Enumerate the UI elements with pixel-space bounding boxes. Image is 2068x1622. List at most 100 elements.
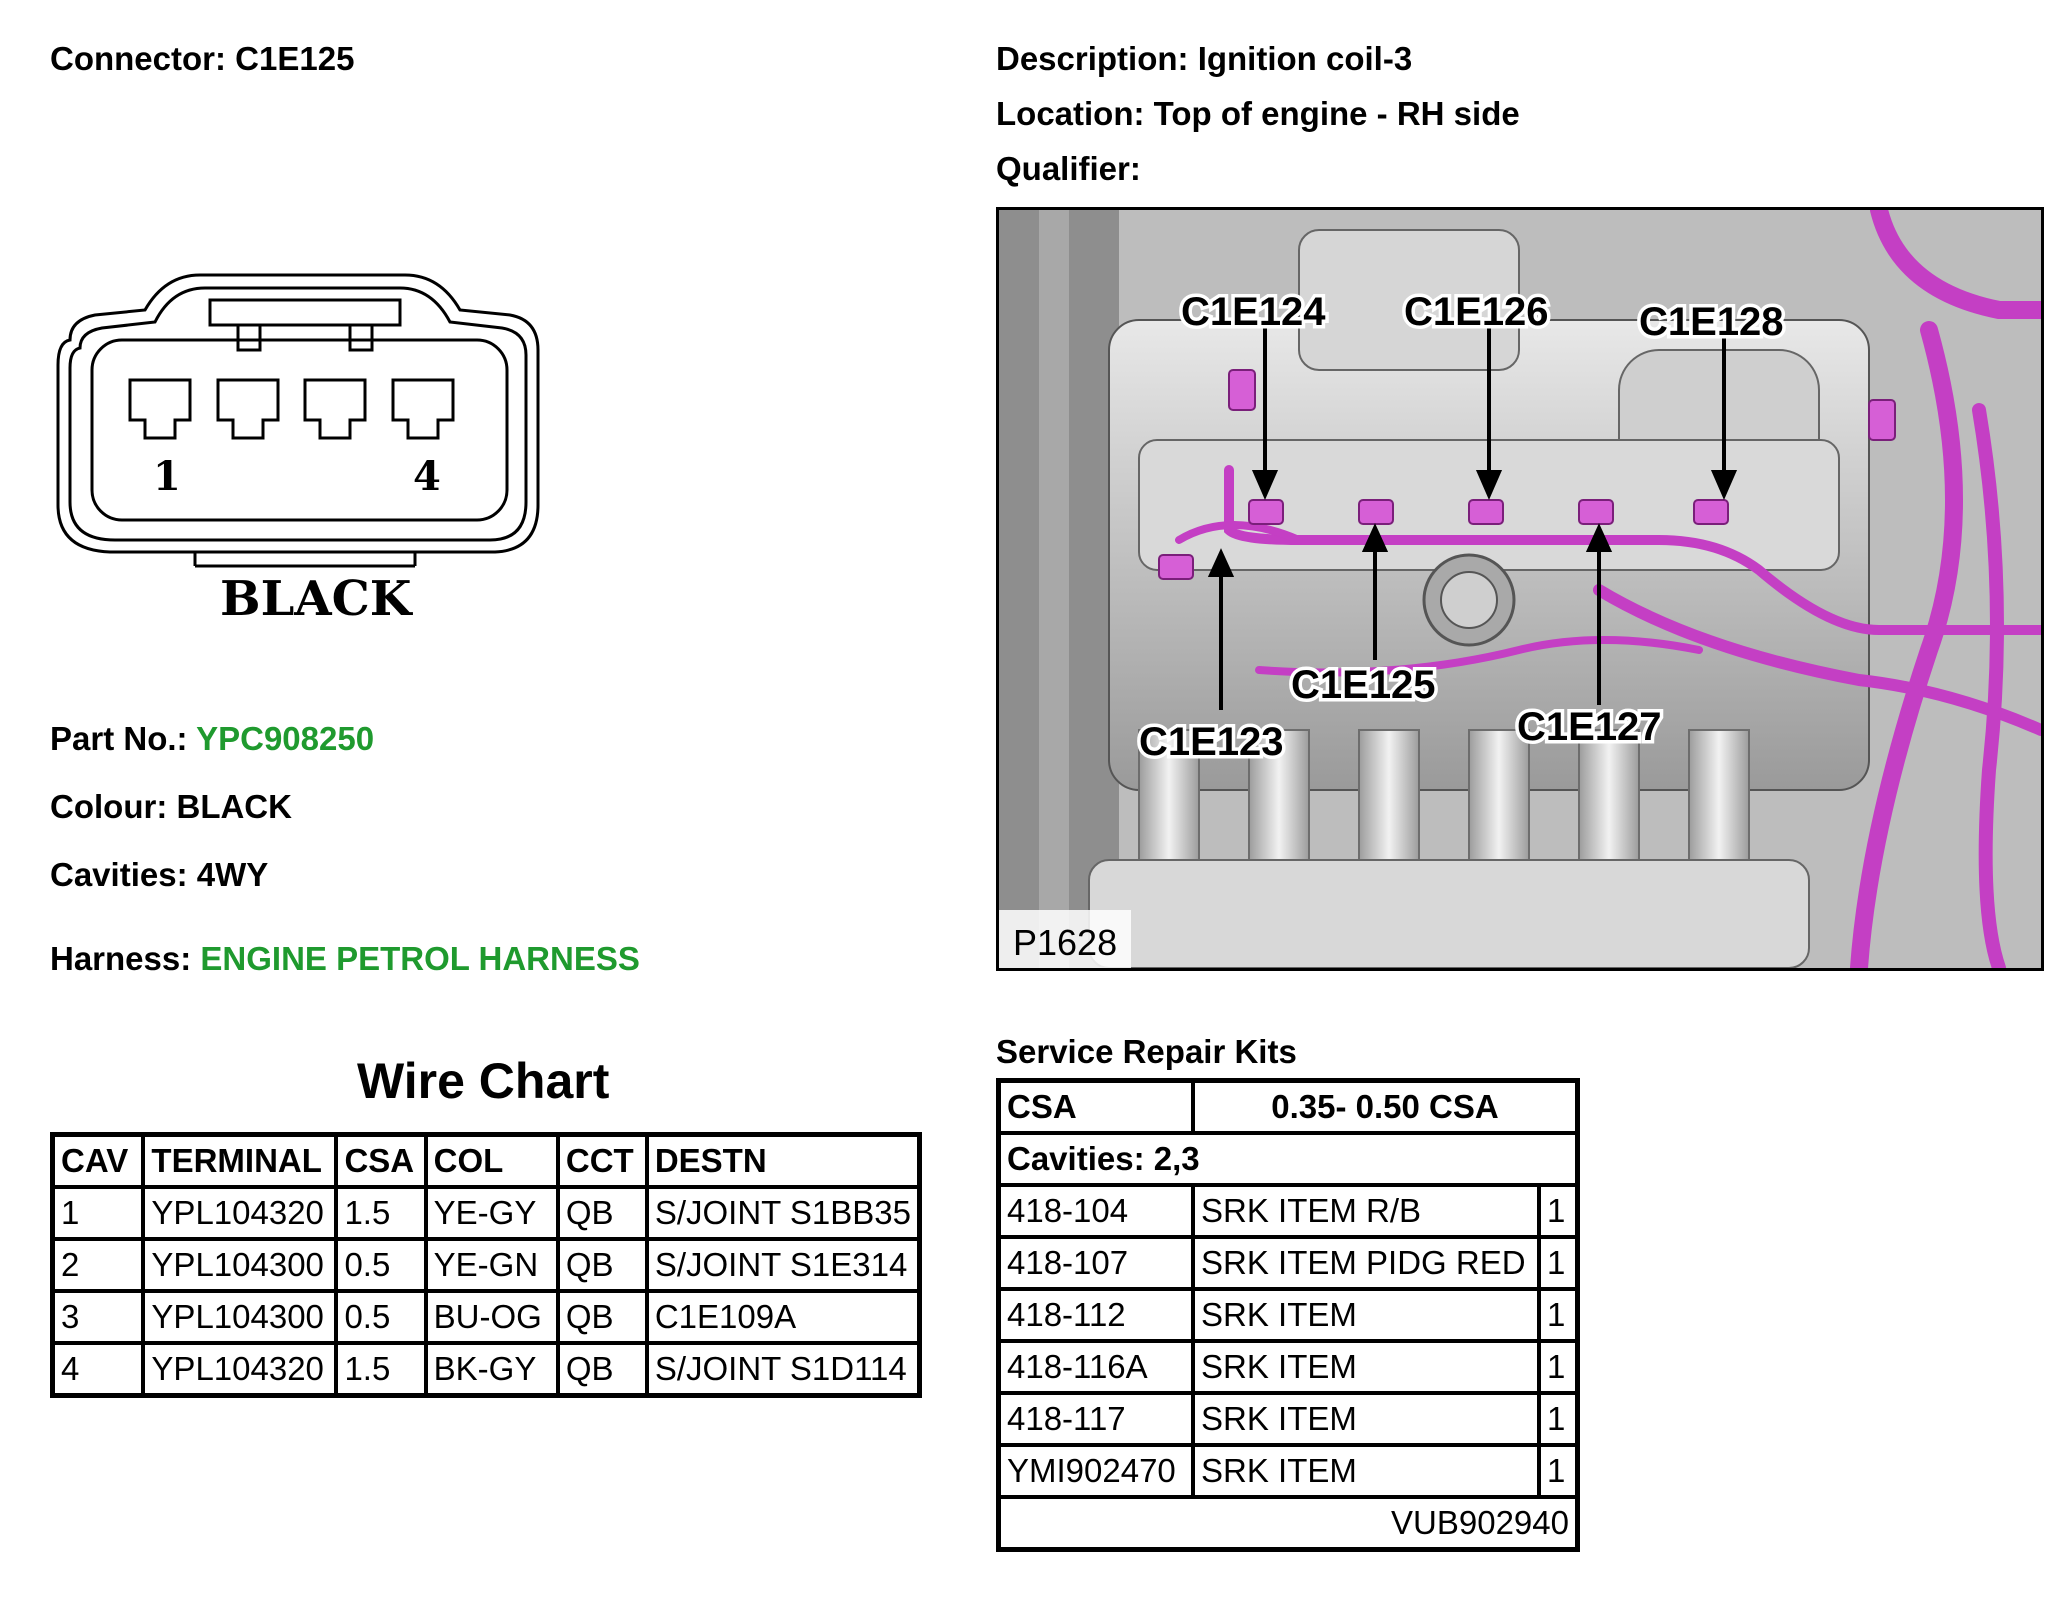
- table-row: 3 YPL104300 0.5 BU-OG QB C1E109A: [50, 1289, 922, 1345]
- callout-c1e123: C1E123: [1139, 720, 1284, 764]
- description-field: Description: Ignition coil-3: [996, 40, 1412, 78]
- kit-part-no: 418-117: [996, 1391, 1195, 1447]
- connector-face-diagram: 1 4 BLACK: [56, 273, 540, 627]
- cell-terminal: YPL104300: [141, 1289, 339, 1345]
- harness-label: Harness:: [50, 940, 192, 977]
- pin-1-label: 1: [153, 453, 181, 500]
- kit-qty: 1: [1537, 1443, 1580, 1499]
- cell-cav: 4: [50, 1341, 146, 1398]
- cell-terminal: YPL104320: [141, 1341, 339, 1398]
- cell-destn: S/JOINT S1BB35: [644, 1185, 922, 1241]
- col-header-destn: DESTN: [644, 1132, 922, 1189]
- part-no-field: Part No.: YPC908250: [50, 720, 374, 758]
- callout-c1e126: C1E126: [1404, 290, 1549, 334]
- cavities-field: Cavities: 4WY: [50, 856, 268, 894]
- wire-chart-header-row: CAV TERMINAL CSA COL CCT DESTN: [50, 1132, 922, 1189]
- kit-part-no: 418-112: [996, 1287, 1195, 1343]
- table-row: 418-104 SRK ITEM R/B 1: [996, 1183, 1580, 1239]
- description-label: Description:: [996, 40, 1189, 77]
- col-header-col: COL: [423, 1132, 560, 1189]
- connector-colour-label: BLACK: [220, 571, 414, 627]
- harness-field: Harness: ENGINE PETROL HARNESS: [50, 940, 640, 978]
- service-kits-title: Service Repair Kits: [996, 1033, 1297, 1070]
- table-row: 1 YPL104320 1.5 YE-GY QB S/JOINT S1BB35: [50, 1185, 922, 1241]
- cavity-outlines: [128, 378, 455, 440]
- callout-c1e125: C1E125: [1291, 663, 1436, 707]
- connector-label: Connector:: [50, 40, 226, 77]
- kits-csa-row: CSA 0.35- 0.50 CSA: [996, 1078, 1580, 1135]
- wire-chart-table: CAV TERMINAL CSA COL CCT DESTN 1 YPL1043…: [50, 1132, 922, 1398]
- part-no-value[interactable]: YPC908250: [196, 720, 375, 757]
- cell-col: BK-GY: [423, 1341, 560, 1398]
- location-value: Top of engine - RH side: [1153, 95, 1520, 132]
- cell-destn: C1E109A: [644, 1289, 922, 1345]
- location-label: Location:: [996, 95, 1145, 132]
- table-row: 418-116A SRK ITEM 1: [996, 1339, 1580, 1395]
- col-header-cct: CCT: [555, 1132, 649, 1189]
- kits-footer-ref: VUB902940: [996, 1495, 1580, 1552]
- cell-csa: 1.5: [334, 1341, 428, 1398]
- kit-description: SRK ITEM: [1191, 1339, 1541, 1395]
- kit-description: SRK ITEM: [1191, 1287, 1541, 1343]
- callout-c1e124: C1E124: [1181, 290, 1326, 334]
- kits-footer-row: VUB902940: [996, 1495, 1580, 1552]
- kit-qty: 1: [1537, 1183, 1580, 1239]
- cell-col: BU-OG: [423, 1289, 560, 1345]
- cell-col: YE-GY: [423, 1185, 560, 1241]
- kit-description: SRK ITEM PIDG RED: [1191, 1235, 1541, 1291]
- col-header-csa: CSA: [334, 1132, 428, 1189]
- cell-cct: QB: [555, 1341, 649, 1398]
- table-row: 418-117 SRK ITEM 1: [996, 1391, 1580, 1447]
- connector-location-image: C1E124 C1E126 C1E128 C1E125 C1E123 C1E12…: [996, 207, 2044, 971]
- kit-part-no: 418-116A: [996, 1339, 1195, 1395]
- cavities-value: 4WY: [196, 856, 269, 893]
- colour-value: BLACK: [176, 788, 292, 825]
- kit-part-no: 418-107: [996, 1235, 1195, 1291]
- kit-part-no: YMI902470: [996, 1443, 1195, 1499]
- connector-field: Connector: C1E125: [50, 40, 354, 78]
- colour-field: Colour: BLACK: [50, 788, 292, 826]
- colour-label: Colour:: [50, 788, 168, 825]
- kit-description: SRK ITEM: [1191, 1443, 1541, 1499]
- cell-col: YE-GN: [423, 1237, 560, 1293]
- cell-cav: 1: [50, 1185, 146, 1241]
- cell-destn: S/JOINT S1E314: [644, 1237, 922, 1293]
- wire-chart-title: Wire Chart: [357, 1053, 610, 1109]
- harness-value[interactable]: ENGINE PETROL HARNESS: [200, 940, 640, 977]
- kits-csa-value: 0.35- 0.50 CSA: [1191, 1078, 1580, 1135]
- qualifier-label: Qualifier:: [996, 150, 1141, 187]
- cell-csa: 1.5: [334, 1185, 428, 1241]
- kit-qty: 1: [1537, 1235, 1580, 1291]
- kit-description: SRK ITEM R/B: [1191, 1183, 1541, 1239]
- cavities-label: Cavities:: [50, 856, 188, 893]
- kits-cavities: Cavities: 2,3: [996, 1131, 1580, 1187]
- cell-cct: QB: [555, 1237, 649, 1293]
- table-row: 418-112 SRK ITEM 1: [996, 1287, 1580, 1343]
- table-row: YMI902470 SRK ITEM 1: [996, 1443, 1580, 1499]
- kit-qty: 1: [1537, 1339, 1580, 1395]
- kit-qty: 1: [1537, 1391, 1580, 1447]
- col-header-cav: CAV: [50, 1132, 146, 1189]
- cell-cct: QB: [555, 1289, 649, 1345]
- description-value: Ignition coil-3: [1197, 40, 1413, 77]
- cell-cct: QB: [555, 1185, 649, 1241]
- cell-cav: 3: [50, 1289, 146, 1345]
- table-row: 4 YPL104320 1.5 BK-GY QB S/JOINT S1D114: [50, 1341, 922, 1398]
- kit-qty: 1: [1537, 1287, 1580, 1343]
- connector-value: C1E125: [235, 40, 355, 77]
- kits-csa-label: CSA: [996, 1078, 1195, 1135]
- qualifier-field: Qualifier:: [996, 150, 1141, 188]
- figure-ref: P1628: [1013, 922, 1117, 963]
- cell-csa: 0.5: [334, 1237, 428, 1293]
- table-row: 2 YPL104300 0.5 YE-GN QB S/JOINT S1E314: [50, 1237, 922, 1293]
- pin-4-label: 4: [413, 453, 441, 500]
- location-field: Location: Top of engine - RH side: [996, 95, 1520, 133]
- cell-terminal: YPL104300: [141, 1237, 339, 1293]
- service-kits-table: CSA 0.35- 0.50 CSA Cavities: 2,3 418-104…: [996, 1078, 1580, 1552]
- callout-c1e127: C1E127: [1517, 705, 1662, 749]
- cell-cav: 2: [50, 1237, 146, 1293]
- engine-illustration: C1E124 C1E126 C1E128 C1E125 C1E123 C1E12…: [999, 210, 2041, 968]
- part-no-label: Part No.:: [50, 720, 188, 757]
- kit-description: SRK ITEM: [1191, 1391, 1541, 1447]
- cell-terminal: YPL104320: [141, 1185, 339, 1241]
